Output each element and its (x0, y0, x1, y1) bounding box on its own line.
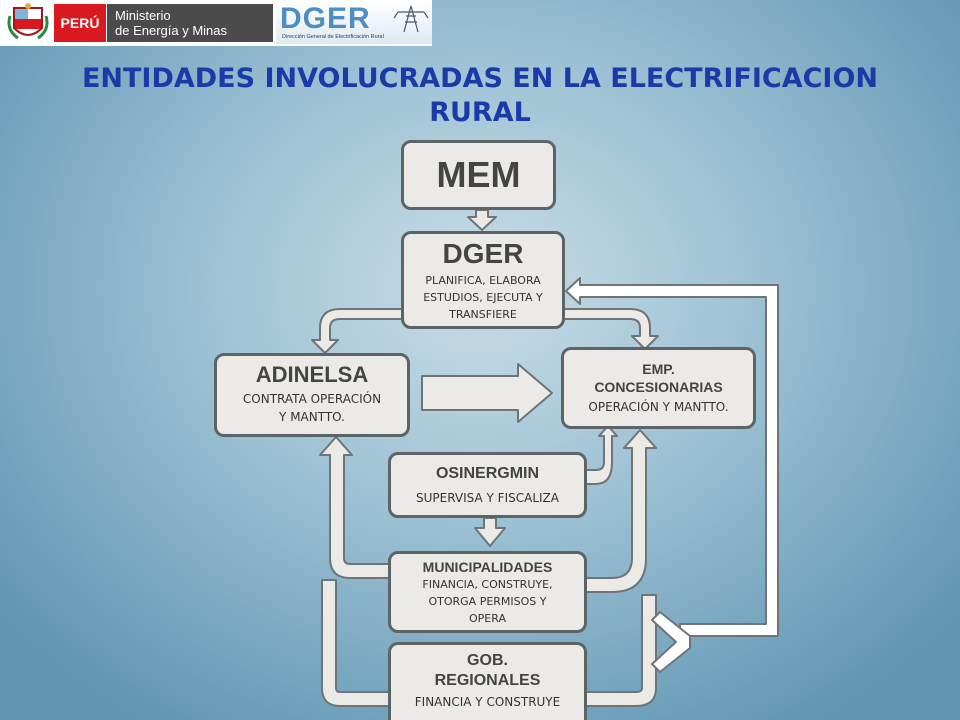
arrow-municipalidades-to-adinelsa (319, 436, 391, 579)
arrow-dger-to-adinelsa (311, 308, 404, 354)
municipalidades-desc-2: OTORGA PERMISOS Y (428, 595, 547, 608)
title-line2: RURAL (429, 97, 531, 128)
gob-label-1: GOB. (467, 652, 508, 669)
node-mem: MEM (401, 140, 556, 210)
title-line1: ENTIDADES INVOLUCRADAS EN LA ELECTRIFICA… (81, 63, 879, 94)
municipalidades-desc-1: FINANCIA, CONSTRUYE, (422, 578, 553, 591)
gob-desc: FINANCIA Y CONSTRUYE (414, 695, 561, 709)
ministry-line2: de Energía y Minas (115, 23, 228, 38)
arrow-osinergmin-to-municipalidades (474, 517, 506, 547)
emp-desc: OPERACIÓN Y MANTTO. (588, 400, 729, 414)
municipalidades-desc-3: OPERA (469, 612, 506, 625)
osinergmin-label: OSINERGMIN (435, 465, 540, 482)
emp-label-2: CONCESIONARIAS (594, 379, 723, 395)
adinelsa-desc-1: CONTRATA OPERACIÓN (242, 392, 382, 406)
arrow-gob-to-emp (585, 594, 657, 707)
arrow-gob-to-adinelsa (321, 579, 391, 707)
gob-label-2: REGIONALES (434, 672, 541, 689)
node-gob-regionales: GOB. REGIONALES FINANCIA Y CONSTRUYE (388, 642, 587, 720)
mem-label: MEM (436, 154, 521, 195)
power-tower-icon (393, 5, 429, 33)
node-emp-concesionarias: EMP. CONCESIONARIAS OPERACIÓN Y MANTTO. (561, 347, 756, 429)
dger-desc-1: PLANIFICA, ELABORA (425, 274, 541, 287)
node-osinergmin: OSINERGMIN SUPERVISA Y FISCALIZA (388, 452, 587, 518)
coat-of-arms-icon (7, 3, 49, 40)
peru-label: PERÚ (54, 4, 106, 42)
dger-label: DGER (442, 238, 524, 269)
node-adinelsa: ADINELSA CONTRATA OPERACIÓN Y MANTTO. (214, 353, 410, 437)
municipalidades-label: MUNICIPALIDADES (422, 559, 553, 575)
arrow-adinelsa-to-emp (421, 363, 553, 423)
dger-logo: DGER Dirección General de Electrificació… (276, 2, 432, 44)
arrow-mem-to-dger (467, 209, 497, 231)
dger-logo-text: DGER (280, 2, 371, 35)
emp-label-1: EMP. (642, 361, 675, 377)
node-dger: DGER PLANIFICA, ELABORA ESTUDIOS, EJECUT… (401, 231, 565, 329)
node-municipalidades: MUNICIPALIDADES FINANCIA, CONSTRUYE, OTO… (388, 551, 587, 633)
ministry-line1: Ministerio (115, 8, 171, 23)
arrow-osinergmin-to-emp (585, 425, 618, 485)
adinelsa-desc-2: Y MANTTO. (279, 410, 345, 424)
arrow-dger-to-emp (562, 308, 659, 350)
arrow-municipalidades-to-emp (585, 429, 657, 593)
header-logo-bar: PERÚ Ministerio de Energía y Minas DGER … (0, 0, 432, 46)
page-title: ENTIDADES INVOLUCRADAS EN LA ELECTRIFICA… (30, 62, 930, 130)
dger-desc-2: ESTUDIOS, EJECUTA Y (423, 291, 543, 304)
osinergmin-desc: SUPERVISA Y FISCALIZA (416, 491, 559, 505)
adinelsa-label: ADINELSA (255, 362, 369, 387)
dger-desc-3: TRANSFIERE (449, 308, 517, 321)
dger-logo-subtitle: Dirección General de Electrificación Rur… (282, 34, 384, 40)
feedback-fork (651, 611, 691, 673)
ministry-label: Ministerio de Energía y Minas (107, 4, 273, 42)
arrow-feedback-to-dger (565, 277, 779, 637)
